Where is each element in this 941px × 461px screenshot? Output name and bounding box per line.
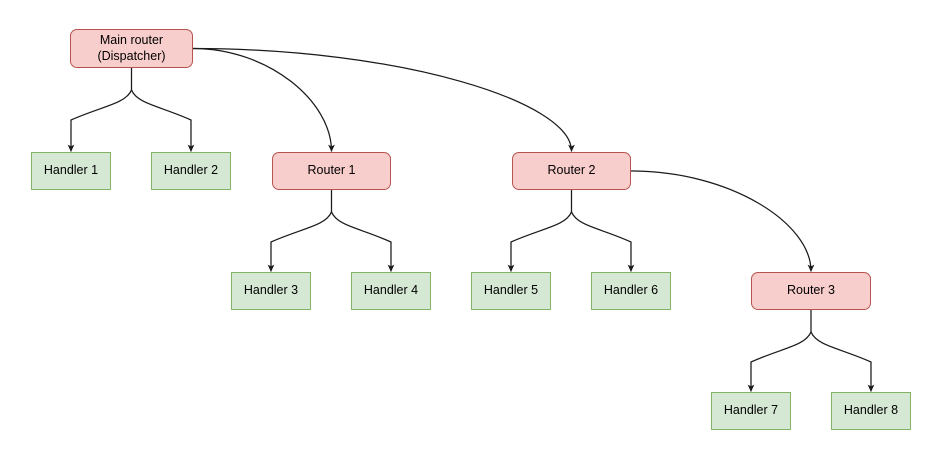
edge-router-1-to-handler-4: [330, 211, 395, 272]
node-handler-4[interactable]: Handler 4: [351, 272, 431, 310]
node-handler-6[interactable]: Handler 6: [591, 272, 671, 310]
edge-main-router-to-router-1: [192, 47, 335, 152]
edge-router-1-to-handler-3: [267, 211, 333, 272]
edge-router-2-to-handler-6: [570, 211, 635, 272]
node-handler-2[interactable]: Handler 2: [151, 152, 231, 190]
node-handler-8[interactable]: Handler 8: [831, 392, 911, 430]
node-handler-1[interactable]: Handler 1: [31, 152, 111, 190]
node-router-3[interactable]: Router 3: [751, 272, 871, 310]
node-router-1[interactable]: Router 1: [272, 152, 391, 190]
edge-main-router-to-handler-2: [130, 89, 195, 152]
node-handler-7[interactable]: Handler 7: [711, 392, 791, 430]
edge-main-router-to-handler-1: [67, 89, 133, 152]
edge-router-2-to-handler-5: [507, 211, 573, 272]
edge-router-3-to-handler-8: [810, 331, 875, 392]
node-handler-5[interactable]: Handler 5: [471, 272, 551, 310]
node-handler-3[interactable]: Handler 3: [231, 272, 311, 310]
node-router-2[interactable]: Router 2: [512, 152, 631, 190]
edge-router-3-to-handler-7: [747, 331, 812, 392]
edge-main-router-to-router-2: [192, 47, 575, 152]
edge-router-2-to-router-3: [630, 170, 815, 272]
node-main-router[interactable]: Main router (Dispatcher): [70, 29, 193, 68]
